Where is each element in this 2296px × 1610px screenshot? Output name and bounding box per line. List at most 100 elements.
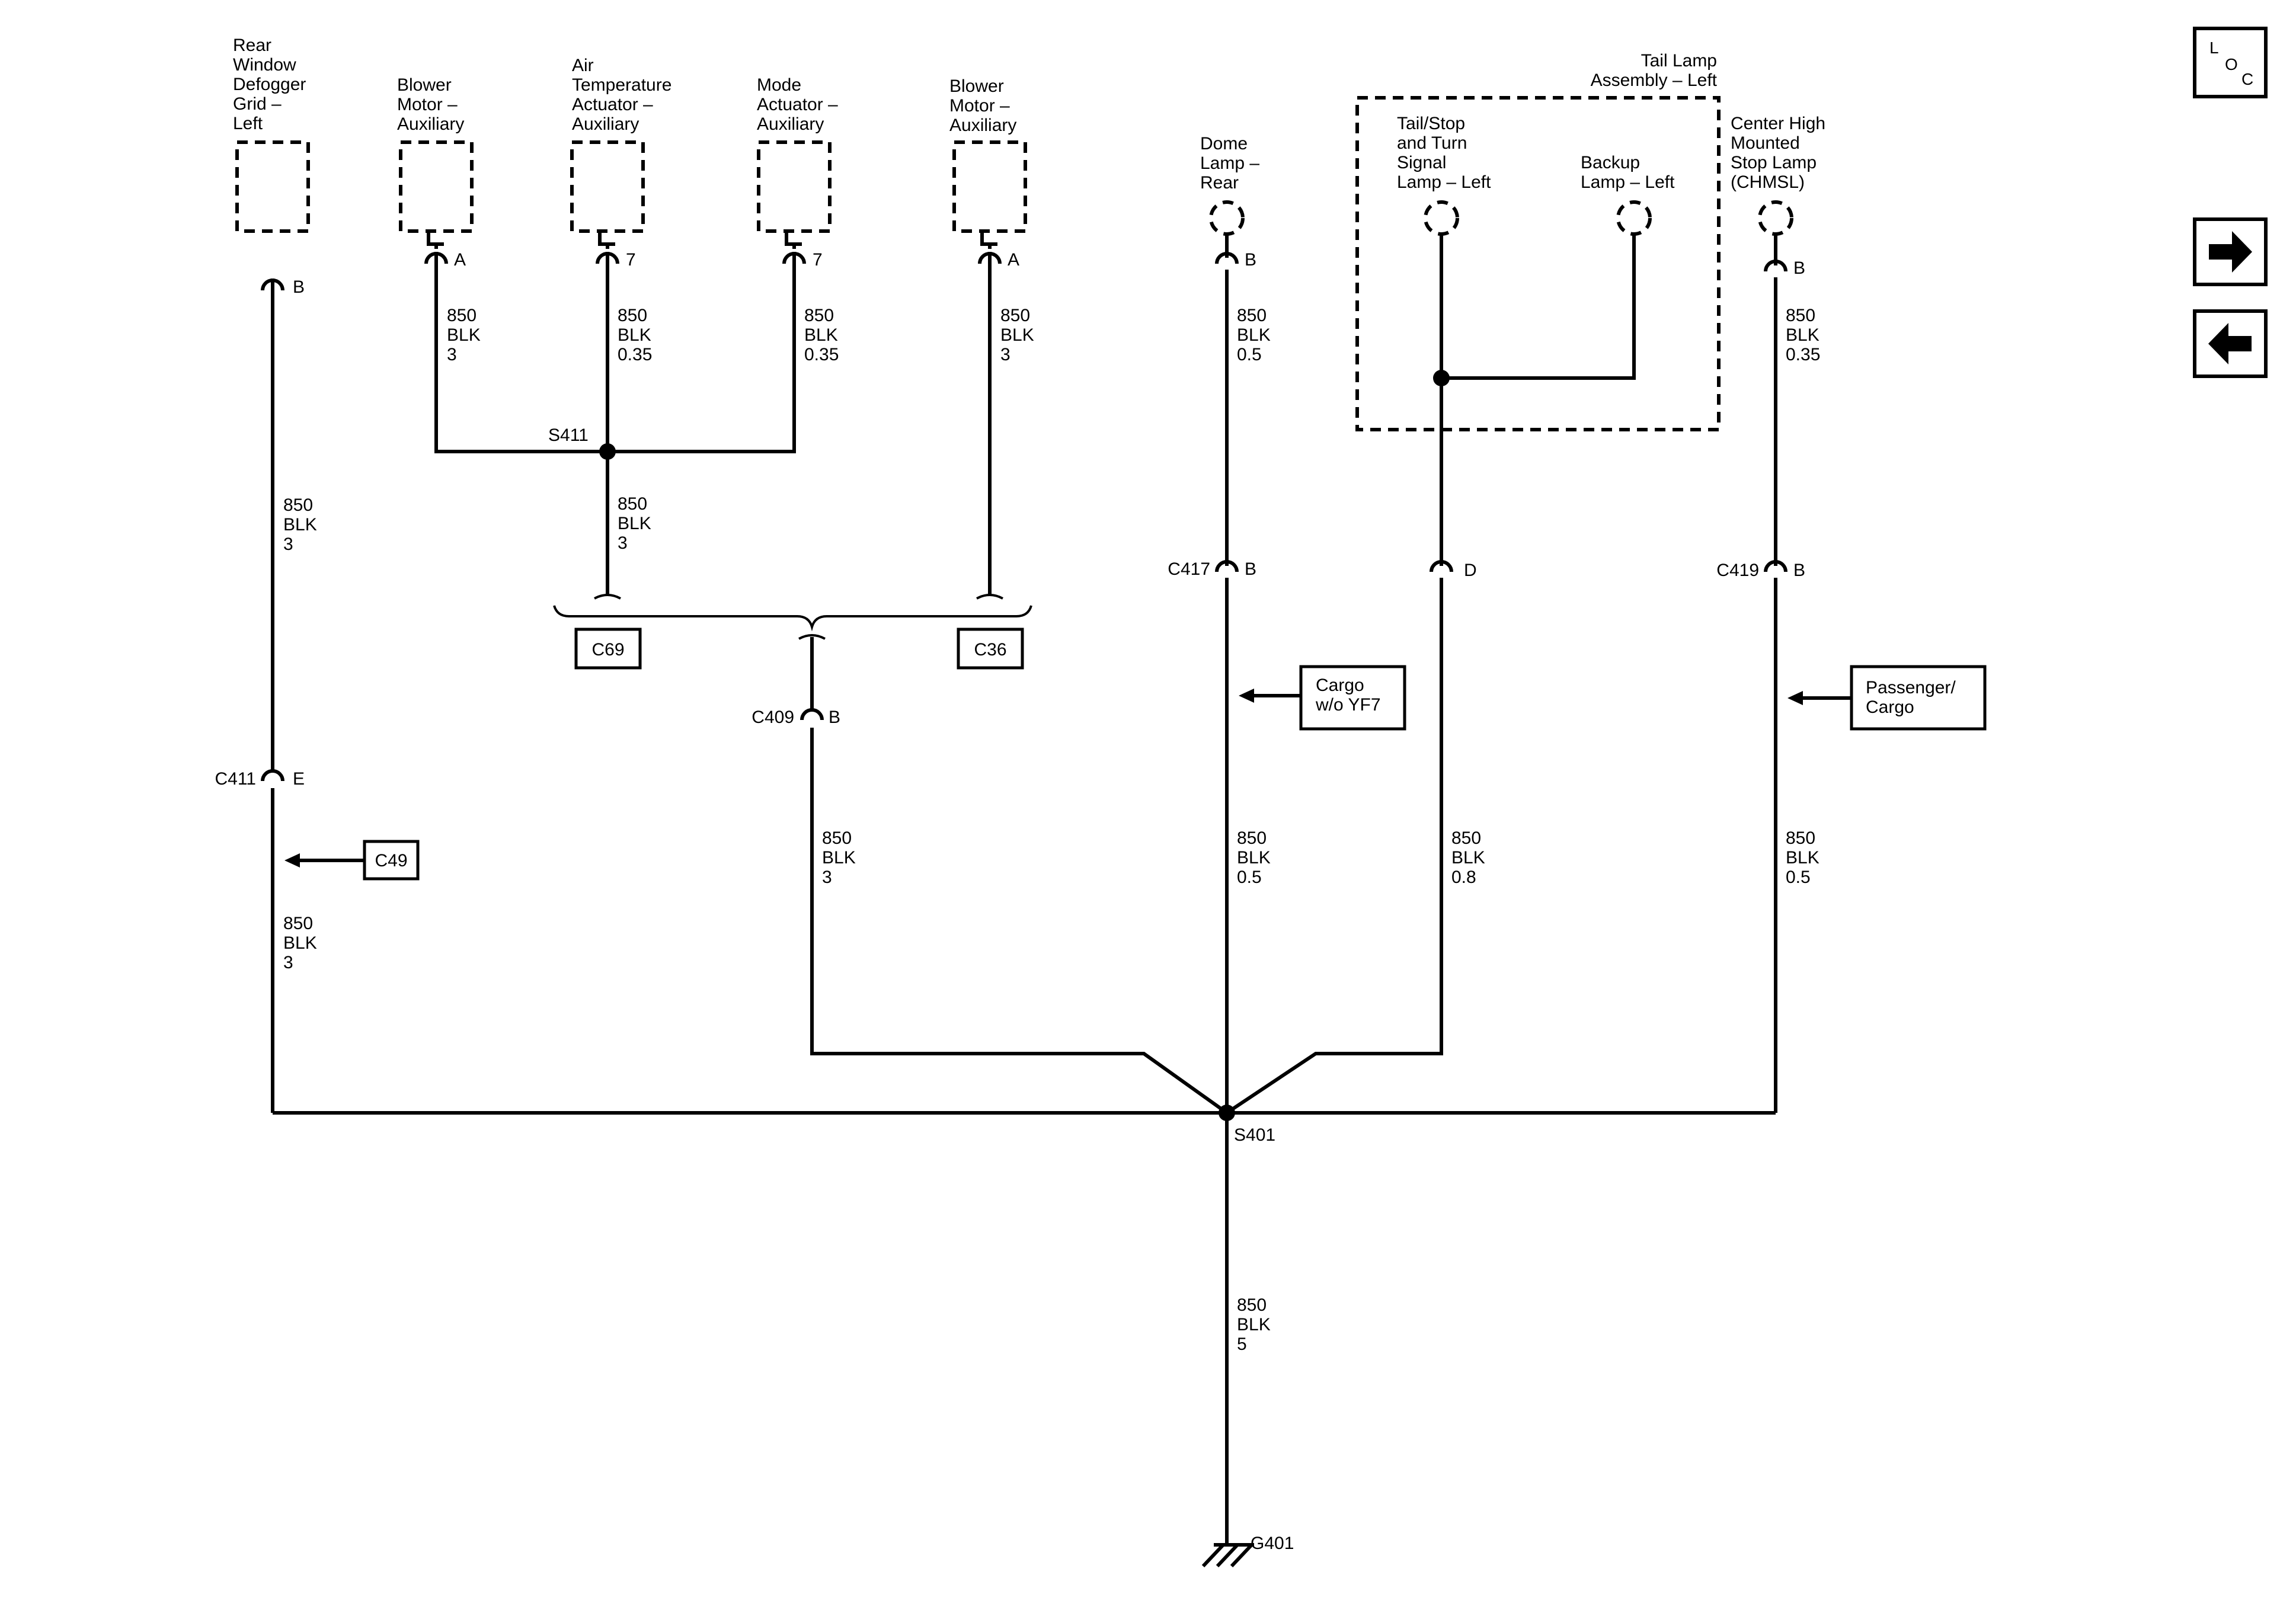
loc-letter-o: O [2225, 55, 2238, 73]
text-line: 850 [283, 914, 313, 933]
next-page-button[interactable] [2193, 217, 2268, 286]
wires [271, 234, 1777, 1545]
text-line: BLK [822, 848, 856, 868]
loc-letter-c: C [2241, 70, 2253, 88]
text-line: Lamp – [1200, 153, 1259, 173]
ref-cargo-arrowhead [1239, 689, 1254, 703]
text-line: Auxiliary [757, 114, 824, 134]
text-line: 3 [618, 533, 628, 553]
text-line: Motor – [397, 95, 458, 114]
text-line: 850 [283, 495, 313, 515]
text-line: Cargo [1316, 676, 1364, 695]
splice-label-s401: S401 [1234, 1125, 1275, 1145]
pin-dome: B [1245, 250, 1256, 270]
text-line: Dome [1200, 134, 1248, 153]
text-line: 0.35 [618, 345, 652, 364]
component-blower1-box [399, 140, 474, 233]
text-line: 0.5 [1786, 868, 1811, 887]
pin-c417: B [1245, 559, 1256, 579]
pin-blower2: A [1008, 250, 1019, 270]
ref-c36-label: C36 [974, 640, 1006, 660]
prev-page-button[interactable] [2193, 309, 2268, 378]
component-defogger-box [235, 140, 310, 233]
ref-passenger-cargo[interactable]: Passenger/Cargo [1850, 665, 1987, 731]
ground-label-g401: G401 [1251, 1534, 1294, 1553]
pin-c409: B [829, 708, 840, 727]
pin-blower1: A [454, 250, 466, 270]
text-line: 3 [283, 953, 293, 972]
pin-mode: 7 [813, 250, 823, 270]
text-line: BLK [1451, 848, 1485, 868]
text-line: Left [233, 114, 263, 133]
splice-s411 [599, 443, 616, 460]
text-line: 3 [283, 534, 293, 554]
pin-airtemp: 7 [626, 250, 636, 270]
harness-break [553, 594, 1032, 710]
text-line: Grid – [233, 94, 282, 114]
text-line: Passenger/ [1866, 678, 1956, 697]
connector-c417: C417 [1168, 559, 1210, 579]
text-line: Rear [1200, 173, 1239, 193]
text-line: w/o YF7 [1315, 695, 1381, 715]
text-line: BLK [1786, 325, 1819, 345]
text-line: 850 [447, 306, 477, 325]
text-line: 850 [1451, 828, 1481, 848]
text-line: BLK [283, 515, 317, 534]
splice-tail-junction [1433, 370, 1450, 386]
text-line: BLK [804, 325, 838, 345]
pin-tail: D [1464, 561, 1477, 580]
text-line: 3 [1000, 345, 1011, 364]
text-line: BLK [1237, 848, 1271, 868]
text-line: Lamp – Left [1581, 172, 1675, 192]
ref-c69[interactable]: C69 [574, 628, 642, 670]
ref-c69-label: C69 [591, 640, 624, 660]
text-line: 850 [618, 494, 647, 514]
ref-c49[interactable]: C49 [363, 840, 420, 881]
loc-button[interactable]: L O C [2193, 27, 2268, 98]
ref-c36[interactable]: C36 [957, 628, 1024, 670]
text-line: 850 [1786, 828, 1815, 848]
component-blower2-box [952, 140, 1027, 233]
text-line: Defogger [233, 75, 306, 94]
text-line: Tail Lamp [1641, 51, 1717, 71]
terminal-stubs [427, 231, 997, 249]
component-mode-box [757, 140, 832, 233]
connector-c411: C411 [215, 769, 257, 789]
chmsl-lamp-symbol [1758, 200, 1793, 236]
text-line: Tail/Stop [1397, 114, 1465, 133]
text-line: 850 [1237, 1295, 1267, 1315]
text-line: Blower [949, 76, 1004, 96]
left-arrow-icon [2208, 323, 2252, 364]
text-line: 0.5 [1237, 345, 1262, 364]
text-line: and Turn [1397, 133, 1467, 153]
text-line: BLK [618, 514, 651, 533]
text-line: 850 [804, 306, 834, 325]
text-line: 3 [822, 868, 832, 887]
splice-label-s411: S411 [548, 425, 589, 445]
text-line: Rear [233, 36, 271, 55]
text-line: Blower [397, 75, 452, 95]
ref-passenger-cargo-label: Passenger/Cargo [1866, 678, 1956, 717]
text-line: 5 [1237, 1334, 1247, 1354]
text-line: 0.8 [1451, 868, 1476, 887]
loc-letter-l: L [2209, 39, 2219, 57]
backup-lamp-symbol [1616, 200, 1652, 236]
text-line: (CHMSL) [1731, 172, 1805, 192]
text-line: Motor – [949, 96, 1010, 116]
text-line: Mounted [1731, 133, 1800, 153]
text-line: 850 [822, 828, 852, 848]
